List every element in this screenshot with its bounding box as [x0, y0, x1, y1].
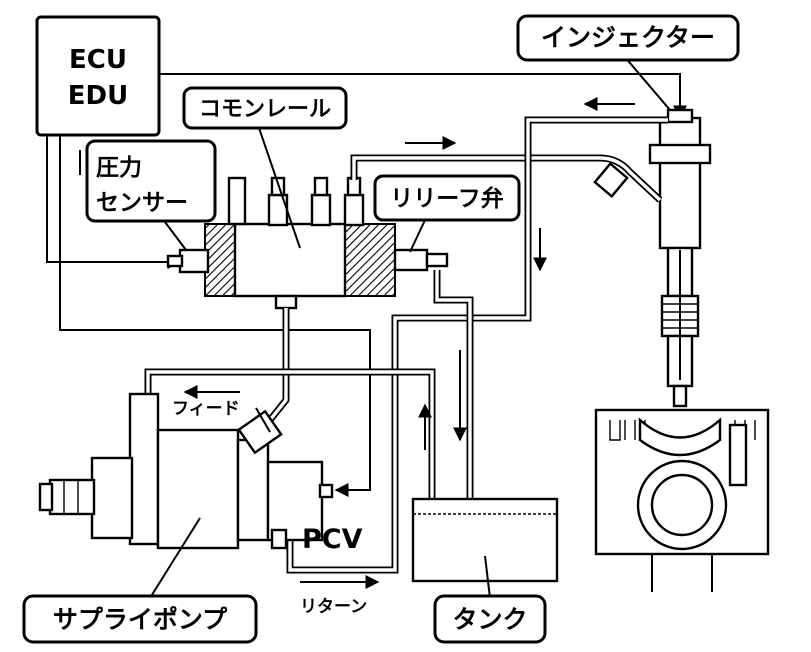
injector-label: インジェクター [541, 23, 715, 52]
ecu-edu-unit: ECU EDU [35, 15, 161, 137]
label-relief-valve: リリーフ弁 [373, 174, 521, 222]
ecu-signal-wires [46, 73, 687, 497]
label-pressure-sensor: 圧力 センサー [85, 139, 217, 223]
relief-valve-label: リリーフ弁 [390, 185, 504, 212]
edu-label: EDU [68, 81, 128, 111]
high-pressure-pipe [350, 154, 663, 203]
label-injector: インジェクター [516, 14, 740, 62]
leader-lines [149, 55, 671, 599]
feed-label: フィード [172, 399, 240, 419]
flow-arrows [183, 97, 635, 589]
relief-return-pipe [433, 270, 474, 508]
tank-label: タンク [452, 605, 527, 634]
pcv-label: PCV [302, 524, 363, 555]
injector [648, 108, 712, 408]
label-common-rail: コモンレール [182, 86, 348, 130]
pressure-sensor-label-line1: 圧力 [96, 155, 142, 181]
pressure-sensor-label-line2: センサー [96, 190, 188, 216]
ecu-label: ECU [69, 45, 127, 75]
return-label: リターン [300, 597, 367, 617]
label-supply-pump: サプライポンプ [22, 594, 258, 644]
injector-return-pipe [286, 116, 668, 574]
engine-cylinder [594, 408, 770, 592]
label-tank: タンク [433, 594, 547, 644]
fuel-tank [411, 497, 559, 583]
common-rail-label: コモンレール [199, 97, 331, 122]
supply-pump [38, 392, 334, 550]
supply-pump-label: サプライポンプ [53, 605, 228, 634]
feed-pipe [144, 368, 436, 508]
